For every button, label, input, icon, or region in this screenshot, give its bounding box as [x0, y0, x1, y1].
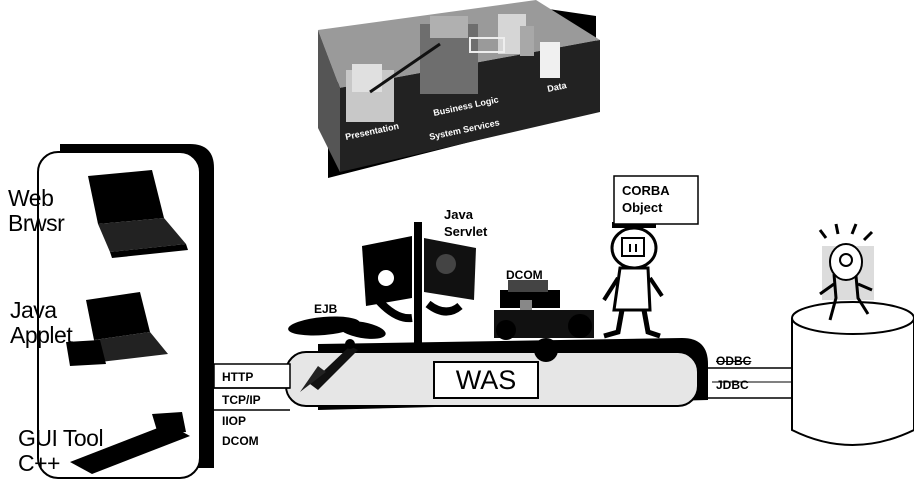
client-label-java-applet: Java Applet [10, 297, 73, 348]
client-label-gui-tool: GUI Tool C++ [18, 425, 104, 476]
corba-object-label: CORBA Object [622, 183, 670, 215]
db-protocol-jdbc: JDBC [716, 378, 749, 392]
tier-picture: Presentation Business Logic Data System … [318, 0, 600, 178]
protocol-box-top [213, 363, 291, 389]
corba-label-box [613, 175, 699, 225]
flag-icon [362, 222, 476, 346]
ejb-label: EJB [314, 302, 338, 316]
java-servlet-label: Java Servlet [444, 207, 488, 239]
database-icon [791, 301, 914, 446]
dragonfly-icon [288, 316, 386, 392]
laptop-icon [88, 170, 188, 258]
was-server-bar [285, 338, 708, 410]
client-label-web-browser: Web Brwsr [8, 185, 65, 236]
protocol-dcom: DCOM [222, 434, 259, 448]
protocol-iiop: IIOP [222, 414, 247, 428]
protocol-tcp-ip: TCP/IP [222, 393, 261, 407]
was-label: WAS [455, 365, 517, 395]
robot-car-icon [494, 280, 594, 362]
protocol-http: HTTP [222, 370, 254, 384]
was-label-box [433, 361, 539, 399]
laptop-icon [70, 412, 190, 474]
mascot-icon [602, 222, 664, 339]
db-protocol-odbc: ODBC [716, 354, 752, 368]
tier-label-data: Data [546, 80, 568, 94]
lightbulb-icon [818, 223, 874, 321]
laptop-icon [66, 292, 168, 366]
dcom-component-label: DCOM [506, 268, 543, 282]
